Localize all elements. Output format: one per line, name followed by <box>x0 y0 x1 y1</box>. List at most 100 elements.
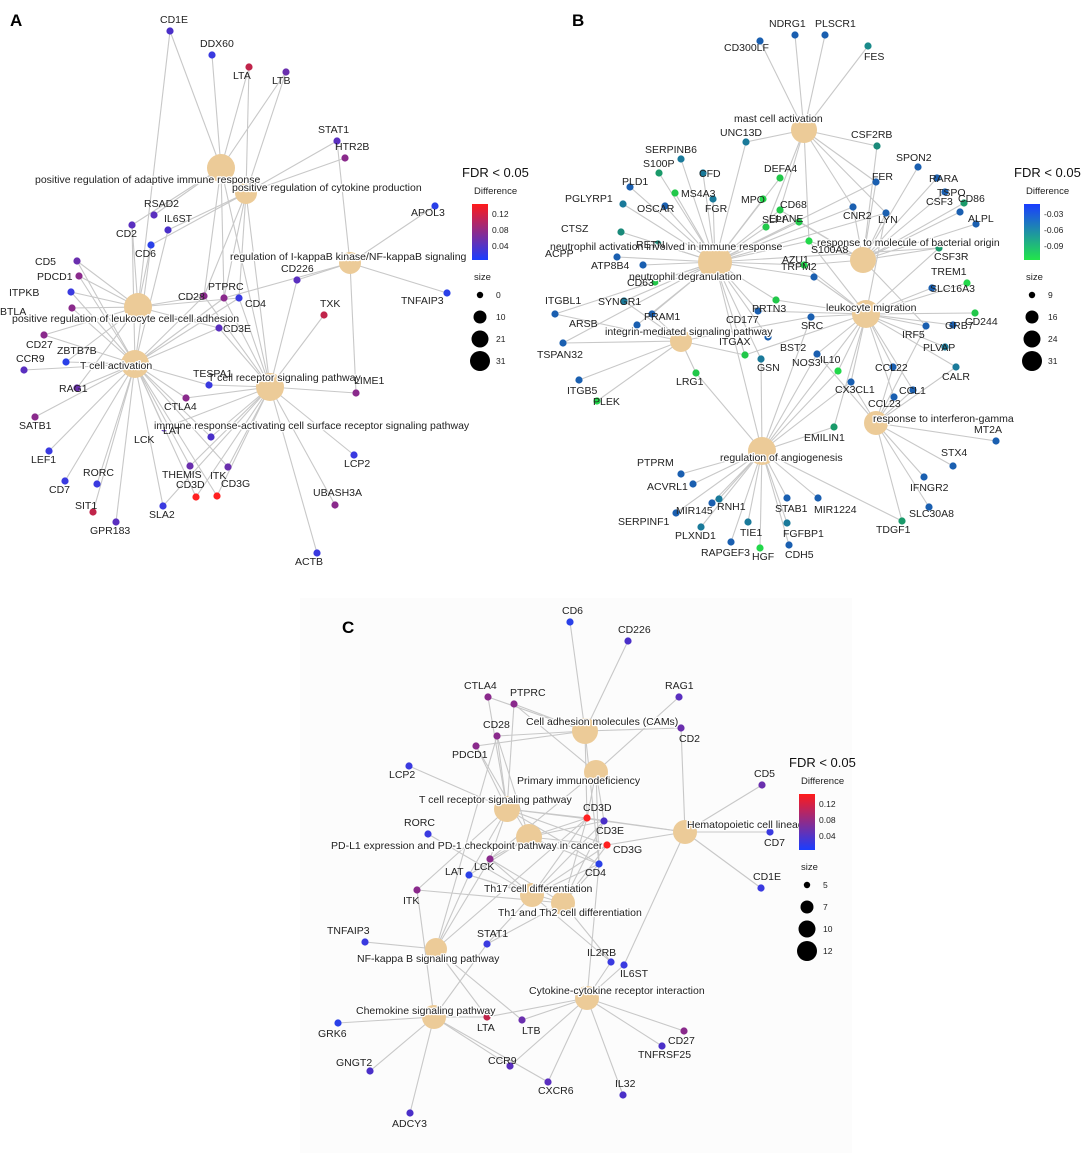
term-label: T cell activation <box>80 360 152 372</box>
network-edge <box>34 363 136 418</box>
network-edge <box>245 71 287 194</box>
gene-node <box>293 276 301 284</box>
network-edge <box>680 158 716 263</box>
legend-size-tick: 10 <box>496 312 506 322</box>
gene-node <box>655 169 663 177</box>
legend-size-tick: 0 <box>496 290 501 300</box>
network-edge <box>875 422 925 478</box>
gene-label: STX4 <box>941 447 967 459</box>
term-node <box>516 824 542 850</box>
gene-node <box>992 437 1000 445</box>
gene-node <box>619 1091 627 1099</box>
gene-node <box>671 189 679 197</box>
legend-color-tick: 0.04 <box>492 241 509 251</box>
network-edge <box>865 282 968 315</box>
gene-label: HGF <box>752 551 774 563</box>
term-label: regulation of angiogenesis <box>720 452 843 464</box>
gene-node <box>192 493 200 501</box>
legend-size-tick: 5 <box>823 880 828 890</box>
network-edge <box>562 820 605 904</box>
gene-node <box>483 940 491 948</box>
legend-size-tick: 16 <box>1048 312 1058 322</box>
term-label: Primary immunodeficiency <box>517 775 641 787</box>
gene-label: CD3G <box>221 478 250 490</box>
gene-node <box>200 292 208 300</box>
network-edge <box>337 1016 435 1024</box>
network-edge <box>409 1016 435 1114</box>
network-edge <box>865 313 954 326</box>
gene-node <box>971 309 979 317</box>
gene-label: FGR <box>705 203 728 215</box>
gene-node <box>331 501 339 509</box>
gene-node <box>583 814 591 822</box>
gene-label: LIME1 <box>354 375 385 387</box>
gene-node <box>960 199 968 207</box>
gene-node <box>821 31 829 39</box>
network-edge <box>862 211 961 261</box>
gene-node <box>949 462 957 470</box>
network-edge <box>623 300 682 342</box>
legend-color-tick: -0.06 <box>1044 225 1064 235</box>
gene-label: TREM1 <box>931 266 967 278</box>
gene-label: BST2 <box>780 342 806 354</box>
gene-node <box>783 494 791 502</box>
gene-label: LYN <box>878 214 898 226</box>
gene-node <box>963 279 971 287</box>
network-edge <box>714 261 763 452</box>
gene-node <box>575 376 583 384</box>
gene-label: ADCY3 <box>392 1118 427 1130</box>
network-edge <box>586 863 600 999</box>
gene-label: CD3D <box>583 802 612 814</box>
network-edge <box>761 316 812 452</box>
gene-node <box>182 394 190 402</box>
gene-label: UNC13D <box>720 127 762 139</box>
network-edge <box>134 363 164 507</box>
network-edge <box>695 372 763 452</box>
gene-node <box>510 700 518 708</box>
gene-node <box>245 63 253 71</box>
network-edge <box>134 297 225 365</box>
gene-node <box>758 781 766 789</box>
network-edge <box>875 422 930 508</box>
network-edge <box>578 340 682 381</box>
network-edge <box>794 34 805 131</box>
network-edge <box>349 205 436 264</box>
network-edge <box>96 363 136 485</box>
term-label: integrin-mediated signaling pathway <box>605 326 773 338</box>
network-edge <box>554 313 682 342</box>
gene-node <box>956 208 964 216</box>
gene-label: CD86 <box>958 193 985 205</box>
term-label: immune response-activating cell surface … <box>154 420 470 432</box>
network-edge <box>486 997 588 1018</box>
gene-node <box>313 549 321 557</box>
gene-label: MPO <box>741 194 765 206</box>
term-node <box>422 1005 446 1029</box>
gene-label: CD27 <box>26 339 53 351</box>
gene-node <box>872 178 880 186</box>
gene-label: ITK <box>210 470 226 482</box>
gene-label: SLC30A8 <box>909 508 954 520</box>
gene-node <box>658 1042 666 1050</box>
legend-size-dot <box>1028 291 1036 299</box>
gene-node <box>922 322 930 330</box>
term-label: neutrophil activation involved in immune… <box>550 241 782 253</box>
network-edge <box>623 831 686 966</box>
network-edge <box>435 948 488 1018</box>
network-edge <box>761 353 818 452</box>
gene-node <box>224 463 232 471</box>
gene-node <box>949 321 957 329</box>
network-edge <box>48 363 136 452</box>
legend-size-tick: 7 <box>823 902 828 912</box>
gene-node <box>20 366 28 374</box>
network-edge <box>427 833 533 896</box>
gene-node <box>830 423 838 431</box>
term-label: response to molecule of bacterial origin <box>817 237 1000 249</box>
network-edge <box>744 313 867 356</box>
network-edge <box>269 279 298 388</box>
gene-node <box>864 42 872 50</box>
gene-label: CD28 <box>178 291 205 303</box>
term-label: mast cell activation <box>734 113 823 125</box>
gene-label: ATP8B4 <box>591 260 629 272</box>
network-edge <box>64 363 136 482</box>
